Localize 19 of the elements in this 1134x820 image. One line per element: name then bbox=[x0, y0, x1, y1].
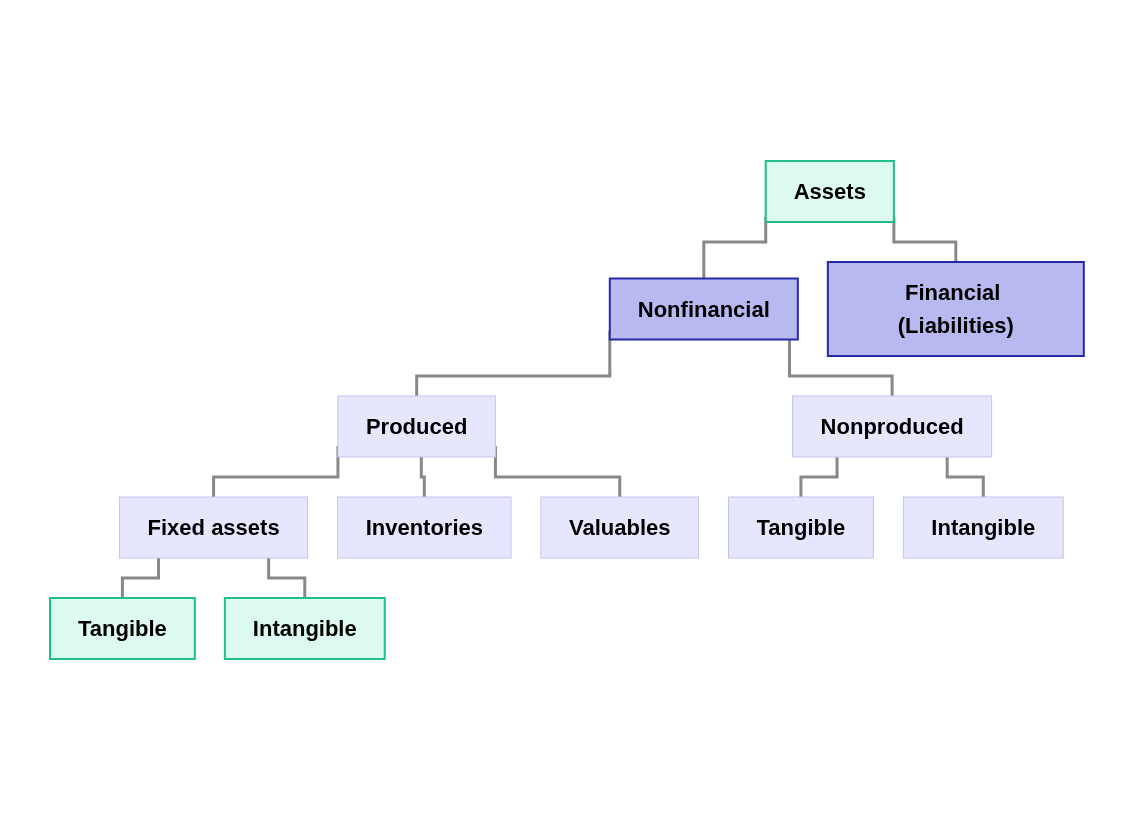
node-box: Financial (Liabilities) bbox=[826, 261, 1085, 357]
node-box: Fixed assets bbox=[119, 496, 309, 559]
connector bbox=[788, 339, 894, 398]
node-box: Assets bbox=[764, 160, 895, 223]
node-box: Nonproduced bbox=[792, 395, 993, 458]
node-box: Tangible bbox=[49, 597, 196, 660]
connector bbox=[419, 457, 426, 499]
connector bbox=[212, 446, 340, 499]
node-box: Produced bbox=[337, 395, 496, 458]
node-box: Valuables bbox=[540, 496, 700, 559]
node-box: Intangible bbox=[902, 496, 1064, 559]
node-box: Nonfinancial bbox=[608, 277, 799, 341]
node-box: Tangible bbox=[728, 496, 874, 559]
node-box: Inventories bbox=[337, 496, 512, 559]
connector bbox=[121, 558, 161, 600]
connector bbox=[267, 558, 307, 600]
connector bbox=[799, 457, 839, 499]
connector bbox=[945, 457, 985, 499]
node-box: Intangible bbox=[223, 597, 386, 660]
